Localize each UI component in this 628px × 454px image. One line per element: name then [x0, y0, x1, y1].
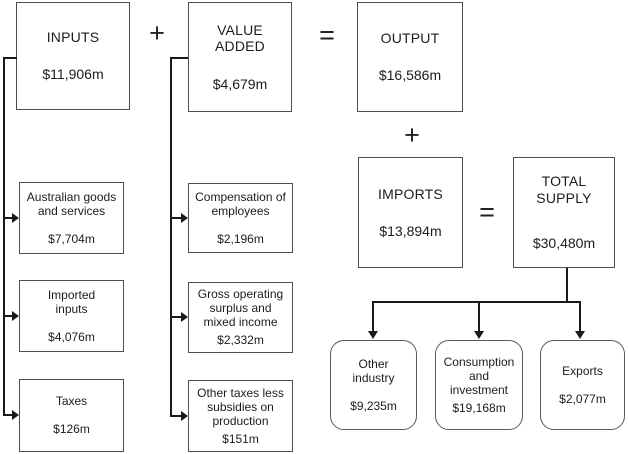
value-added-title: VALUE ADDED: [214, 21, 265, 55]
other-taxes-box: Other taxes less subsidies on production…: [188, 380, 293, 452]
total-supply-box: TOTAL SUPPLY $30,480m: [513, 157, 615, 268]
inputs-connector-stub: [3, 57, 17, 59]
exports-box: Exports $2,077m: [540, 340, 625, 430]
arrow-right-icon: [12, 213, 19, 223]
output-value: $16,586m: [378, 67, 442, 84]
other-industry-title: Other industry: [352, 356, 395, 385]
gross-operating-surplus-value: $2,332m: [217, 333, 264, 348]
other-industry-box: Other industry $9,235m: [330, 340, 417, 430]
equals-operator-right: =: [479, 197, 495, 227]
output-title: OUTPUT: [380, 30, 440, 47]
inputs-box: INPUTS $11,906m: [16, 2, 130, 110]
consumption-investment-value: $19,168m: [452, 400, 506, 415]
imports-box: IMPORTS $13,894m: [358, 157, 463, 268]
inputs-branch-line-3: [4, 414, 13, 416]
inputs-branch-line-2: [4, 315, 13, 317]
other-industry-value: $9,235m: [350, 398, 397, 413]
australian-goods-value: $7,704m: [48, 231, 95, 246]
gross-operating-surplus-title: Gross operating surplus and mixed income: [197, 287, 284, 330]
inputs-title: INPUTS: [46, 29, 100, 46]
arrow-right-icon: [181, 312, 188, 322]
consumption-investment-box: Consumption and investment $19,168m: [435, 340, 523, 430]
arrow-down-icon: [575, 331, 585, 339]
value-added-branch-line-2: [171, 316, 181, 318]
imported-inputs-value: $4,076m: [48, 329, 95, 344]
value-added-branch-line-3: [171, 415, 181, 417]
arrow-down-icon: [474, 331, 484, 339]
total-supply-title: TOTAL SUPPLY: [536, 173, 592, 206]
arrow-down-icon: [368, 331, 378, 339]
arrow-right-icon: [12, 311, 19, 321]
imports-value: $13,894m: [379, 222, 442, 239]
other-taxes-title: Other taxes less subsidies on production: [197, 385, 284, 428]
imports-title: IMPORTS: [378, 185, 443, 202]
equals-operator-top: =: [319, 20, 335, 50]
value-added-connector-vline: [170, 57, 172, 417]
inputs-connector-vline: [3, 57, 5, 416]
imported-inputs-title: Imported inputs: [47, 287, 96, 316]
value-added-connector-stub: [170, 57, 188, 59]
value-added-value: $4,679m: [212, 75, 268, 92]
consumption-investment-title: Consumption and investment: [443, 354, 515, 397]
total-supply-value: $30,480m: [532, 235, 596, 252]
exports-title: Exports: [562, 363, 603, 378]
plus-operator-top: +: [149, 18, 165, 48]
compensation-title: Compensation of employees: [195, 189, 286, 218]
taxes-box: Taxes $126m: [19, 379, 124, 452]
output-box: OUTPUT $16,586m: [357, 2, 463, 112]
value-added-box: VALUE ADDED $4,679m: [188, 2, 292, 112]
total-supply-connector-vline: [566, 268, 568, 303]
australian-goods-box: Australian goods and services $7,704m: [19, 182, 124, 254]
arrow-right-icon: [12, 410, 19, 420]
inputs-value: $11,906m: [42, 66, 104, 83]
taxes-title: Taxes: [55, 394, 88, 409]
imported-inputs-box: Imported inputs $4,076m: [19, 280, 124, 352]
plus-operator-right: +: [404, 120, 420, 150]
total-supply-branch-line-3: [579, 301, 581, 332]
total-supply-branch-hline: [372, 301, 581, 303]
arrow-right-icon: [181, 213, 188, 223]
value-added-branch-line-1: [171, 217, 181, 219]
gross-operating-surplus-box: Gross operating surplus and mixed income…: [188, 282, 293, 353]
exports-value: $2,077m: [559, 391, 606, 406]
inputs-branch-line-1: [4, 217, 13, 219]
australian-goods-title: Australian goods and services: [26, 189, 117, 218]
other-taxes-value: $151m: [222, 431, 259, 446]
total-supply-branch-line-1: [372, 301, 374, 332]
compensation-value: $2,196m: [217, 231, 264, 246]
total-supply-branch-line-2: [478, 301, 480, 332]
arrow-right-icon: [181, 411, 188, 421]
taxes-value: $126m: [53, 422, 90, 437]
compensation-box: Compensation of employees $2,196m: [188, 183, 293, 253]
